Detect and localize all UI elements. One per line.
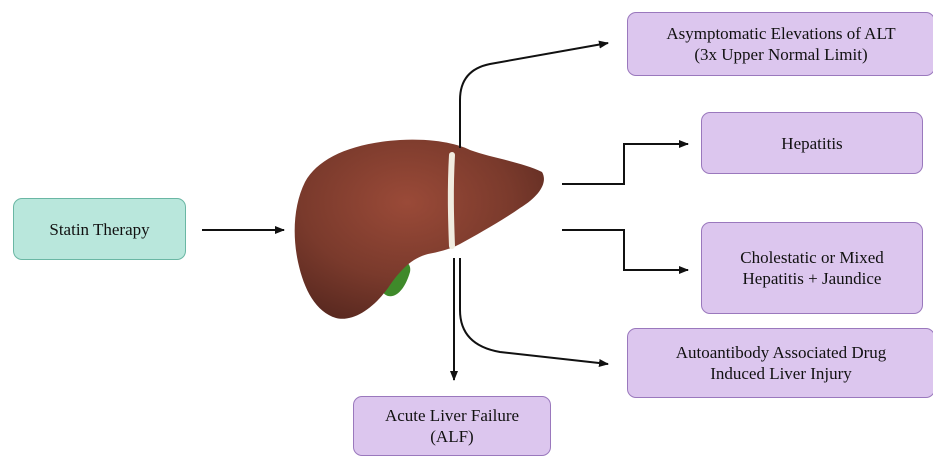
alf-line2: (ALF) xyxy=(385,426,519,447)
ligament-line xyxy=(451,155,452,246)
statin-therapy-box: Statin Therapy xyxy=(13,198,186,260)
arrow-to-alt xyxy=(460,43,608,148)
alt-elevation-line2: (3x Upper Normal Limit) xyxy=(666,44,895,65)
hepatitis-label: Hepatitis xyxy=(781,133,842,154)
liver-illustration xyxy=(295,140,544,319)
alt-elevation-box: Asymptomatic Elevations of ALT (3x Upper… xyxy=(627,12,933,76)
alt-elevation-line1: Asymptomatic Elevations of ALT xyxy=(666,23,895,44)
autoantibody-line1: Autoantibody Associated Drug xyxy=(676,342,887,363)
arrow-to-cholestatic xyxy=(562,230,688,270)
cholestatic-line2: Hepatitis + Jaundice xyxy=(740,268,884,289)
hepatitis-box: Hepatitis xyxy=(701,112,923,174)
alf-line1: Acute Liver Failure xyxy=(385,405,519,426)
arrow-to-hepatitis xyxy=(562,144,688,184)
statin-therapy-label: Statin Therapy xyxy=(49,219,149,240)
cholestatic-box: Cholestatic or Mixed Hepatitis + Jaundic… xyxy=(701,222,923,314)
autoantibody-line2: Induced Liver Injury xyxy=(676,363,887,384)
arrow-to-autoantibody xyxy=(460,258,608,364)
liver-shape xyxy=(295,140,544,319)
alf-box: Acute Liver Failure (ALF) xyxy=(353,396,551,456)
cholestatic-line1: Cholestatic or Mixed xyxy=(740,247,884,268)
autoantibody-box: Autoantibody Associated Drug Induced Liv… xyxy=(627,328,933,398)
